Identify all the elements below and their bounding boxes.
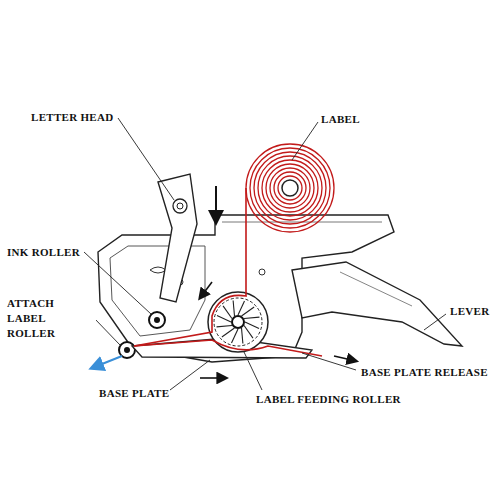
- roll-ring: [250, 148, 330, 228]
- roller-spoke: [242, 307, 255, 316]
- part-label: LEVER: [449, 304, 490, 319]
- roll-ring: [266, 164, 314, 212]
- backing-path: [134, 340, 322, 356]
- roller-spoke: [244, 326, 253, 339]
- leader-lines: [84, 118, 446, 390]
- roller-spoke: [245, 322, 259, 329]
- roller-spokes: [214, 298, 262, 346]
- part-label: BASE PLATE RELEASE: [360, 365, 489, 380]
- part-label: ATTACH LABEL ROLLER: [6, 296, 96, 341]
- part-label: BASE PLATE: [98, 386, 170, 401]
- roller-spoke: [244, 317, 259, 318]
- label-roll: [246, 144, 334, 232]
- roll-ring: [258, 156, 322, 220]
- roller-spoke: [242, 328, 243, 343]
- label-path: [134, 188, 246, 346]
- roll-ring: [254, 152, 326, 224]
- lever: [292, 262, 462, 346]
- roll-ring: [270, 168, 310, 208]
- roll-ring: [246, 144, 334, 232]
- part-label: INK ROLLER: [6, 245, 81, 260]
- ink-roller: [149, 312, 165, 328]
- roller-spoke: [223, 306, 232, 319]
- roller-spoke: [222, 328, 235, 337]
- roller-spoke: [231, 329, 238, 343]
- roll-ring: [262, 160, 318, 216]
- letter-head: [158, 174, 197, 302]
- roll-hub: [282, 180, 298, 196]
- roll-ring: [278, 176, 302, 200]
- part-label: LETTER HEAD: [30, 110, 114, 125]
- part-label: LABEL FEEDING ROLLER: [255, 392, 402, 407]
- roller-spoke: [217, 315, 231, 322]
- roller-spoke: [233, 301, 234, 316]
- roller-spoke: [217, 326, 232, 327]
- roll-ring: [274, 172, 306, 204]
- roller-spoke: [238, 301, 245, 315]
- part-label: LABEL: [320, 112, 361, 127]
- housing-inner: [110, 246, 205, 336]
